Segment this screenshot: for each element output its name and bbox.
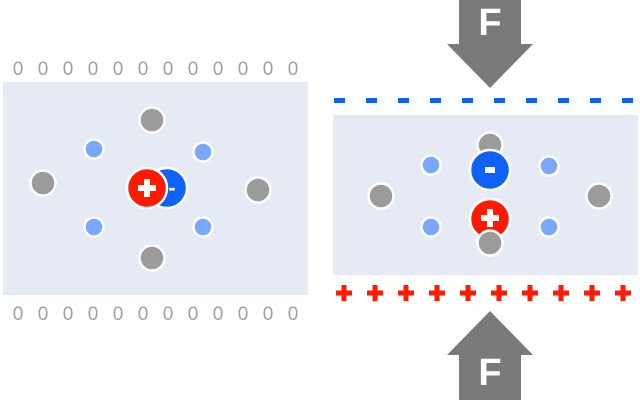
plus-icon bbox=[138, 179, 156, 197]
neutral-charge-label: 0 bbox=[38, 304, 49, 325]
right-bottom-charge-row bbox=[336, 285, 631, 301]
neutral-charge-label: 0 bbox=[13, 59, 24, 80]
neutral-charge-label: 0 bbox=[88, 59, 99, 80]
neutral-charge-label: 0 bbox=[13, 304, 24, 325]
neutral-charge-label: 0 bbox=[263, 59, 274, 80]
arrow-down-icon bbox=[447, 0, 533, 88]
neutral-charge-label: 0 bbox=[238, 59, 249, 80]
negative-charge-mark bbox=[526, 98, 537, 103]
neutral-charge-label: 0 bbox=[263, 304, 274, 325]
right-top-charge-row bbox=[334, 98, 633, 103]
neutral-charge-label: 0 bbox=[88, 304, 99, 325]
top-force-arrow: F bbox=[447, 0, 533, 88]
bottom-force-label: F bbox=[478, 352, 501, 394]
neutral-charge-label: 0 bbox=[188, 304, 199, 325]
left-ion-pair: - bbox=[125, 166, 189, 210]
lattice-atom-small bbox=[538, 216, 560, 238]
negative-charge-mark bbox=[494, 98, 505, 103]
lattice-atom-small bbox=[83, 216, 105, 238]
right-ion-pair bbox=[468, 148, 512, 241]
lattice-atom-small bbox=[192, 141, 214, 163]
negative-charge-mark bbox=[622, 98, 633, 103]
positive-charge-mark bbox=[367, 285, 383, 301]
lattice-atom-large bbox=[367, 182, 395, 210]
neutral-charge-label: 0 bbox=[63, 304, 74, 325]
neutral-charge-label: 0 bbox=[288, 59, 299, 80]
positive-charge-mark bbox=[491, 285, 507, 301]
negative-charge-mark bbox=[334, 98, 345, 103]
lattice-atom-large bbox=[29, 169, 57, 197]
neutral-charge-label: 0 bbox=[38, 59, 49, 80]
neutral-charge-label: 0 bbox=[288, 304, 299, 325]
positive-charge-mark bbox=[553, 285, 569, 301]
neutral-charge-label: 0 bbox=[63, 59, 74, 80]
negative-charge-mark bbox=[558, 98, 569, 103]
positive-charge-mark bbox=[460, 285, 476, 301]
lattice-atom-small bbox=[83, 138, 105, 160]
neutral-charge-label: 0 bbox=[113, 304, 124, 325]
negative-ion-sign: - bbox=[168, 175, 175, 200]
neutral-charge-label: 0 bbox=[213, 304, 224, 325]
positive-charge-mark bbox=[398, 285, 414, 301]
positive-charge-mark bbox=[336, 285, 352, 301]
lattice-atom-small bbox=[192, 216, 214, 238]
positive-charge-mark bbox=[522, 285, 538, 301]
minus-icon bbox=[485, 167, 495, 173]
lattice-atom-large bbox=[476, 229, 504, 257]
neutral-charge-label: 0 bbox=[238, 304, 249, 325]
neutral-charge-label: 0 bbox=[163, 59, 174, 80]
neutral-charge-label: 0 bbox=[113, 59, 124, 80]
lattice-atom-large bbox=[585, 182, 613, 210]
neutral-charge-label: 0 bbox=[188, 59, 199, 80]
lattice-atom-small bbox=[538, 155, 560, 177]
lattice-atom-small bbox=[420, 154, 442, 176]
negative-charge-mark bbox=[366, 98, 377, 103]
positive-charge-mark bbox=[584, 285, 600, 301]
neutral-charge-label: 0 bbox=[138, 59, 149, 80]
negative-charge-mark bbox=[398, 98, 409, 103]
negative-charge-mark bbox=[430, 98, 441, 103]
bottom-force-arrow: F bbox=[447, 311, 533, 400]
negative-charge-mark bbox=[590, 98, 601, 103]
positive-charge-mark bbox=[615, 285, 631, 301]
lattice-atom-large bbox=[244, 176, 272, 204]
positive-charge-mark bbox=[429, 285, 445, 301]
arrow-up-icon bbox=[447, 311, 533, 400]
neutral-charge-label: 0 bbox=[213, 59, 224, 80]
lattice-atom-small bbox=[420, 216, 442, 238]
lattice-atom-large bbox=[138, 244, 166, 272]
neutral-charge-label: 0 bbox=[138, 304, 149, 325]
negative-charge-mark bbox=[462, 98, 473, 103]
top-force-label: F bbox=[478, 2, 501, 44]
neutral-charge-label: 0 bbox=[163, 304, 174, 325]
lattice-atom-large bbox=[138, 106, 166, 134]
right-panel: F F bbox=[333, 0, 638, 400]
plus-icon bbox=[481, 209, 499, 227]
